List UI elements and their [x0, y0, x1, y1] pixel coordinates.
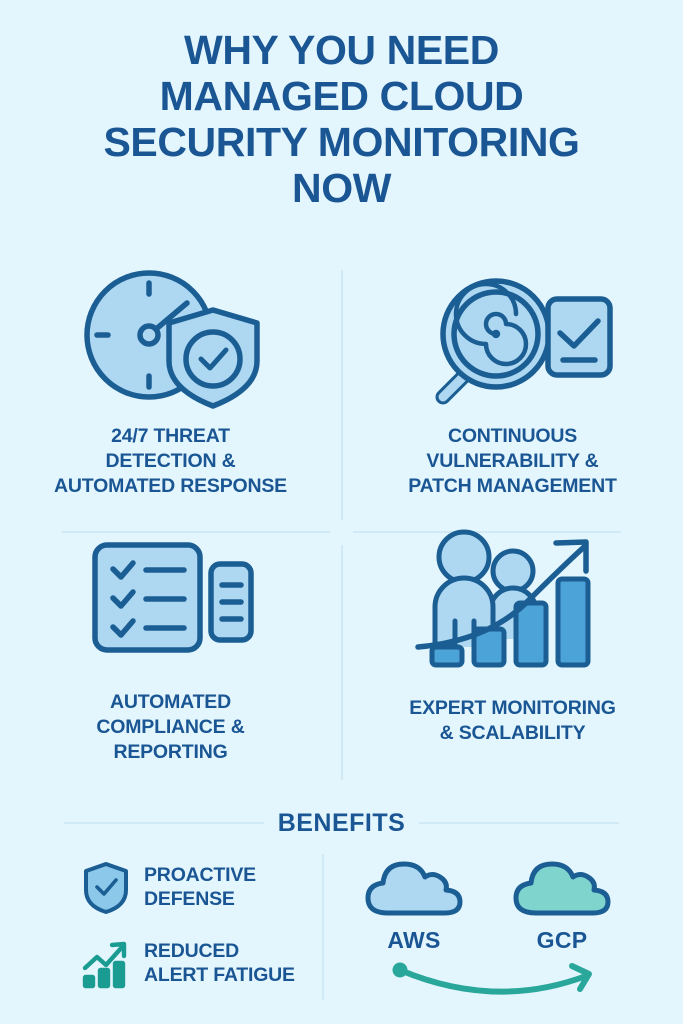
title-line-4: NOW	[292, 164, 391, 211]
feature-label-line: AUTOMATED	[110, 691, 231, 713]
benefits-divider-vertical	[322, 854, 324, 1000]
grid-divider-vertical-bottom	[341, 545, 343, 780]
title-line-1: WHY YOU NEED	[184, 27, 499, 73]
cloud-label-aws: AWS	[387, 927, 441, 953]
cloud-providers: AWS GCP	[340, 848, 670, 1024]
feature-label-line: COMPLIANCE &	[96, 715, 245, 738]
benefits-header: BENEFITS	[0, 803, 683, 843]
feature-label-line: EXPERT MONITORING	[409, 697, 616, 719]
feature-card-vulnerability-management: CONTINUOUS VULNERABILITY & PATCH MANAGEM…	[342, 258, 683, 524]
cloud-provider-aws: AWS	[348, 856, 480, 954]
benefit-label-line: PROACTIVE	[144, 864, 256, 887]
benefit-label-line: REDUCED	[144, 940, 240, 963]
feature-card-expert-monitoring: EXPERT MONITORING & SCALABILITY	[342, 524, 683, 790]
magnifier-scan-checklist-icon	[408, 258, 618, 418]
feature-label-line: 24/7 THREAT	[111, 425, 230, 447]
benefit-label-proactive-defense: PROACTIVE DEFENSE	[144, 864, 256, 912]
feature-label-line: AUTOMATED RESPONSE	[54, 474, 287, 497]
grid-divider-horizontal-left	[62, 531, 330, 533]
benefit-label-reduced-alert-fatigue: REDUCED ALERT FATIGUE	[144, 940, 295, 988]
benefits-list: PROACTIVE DEFENSE	[80, 850, 320, 1002]
cloud-provider-gcp: GCP	[496, 856, 628, 954]
checklist-document-icon	[83, 524, 258, 674]
trending-up-bars-icon	[80, 936, 132, 992]
benefit-item-proactive-defense: PROACTIVE DEFENSE	[80, 850, 320, 926]
shield-check-icon	[80, 860, 132, 916]
benefit-item-reduced-alert-fatigue: REDUCED ALERT FATIGUE	[80, 926, 320, 1002]
page-title: WHY YOU NEED MANAGED CLOUD SECURITY MONI…	[0, 27, 683, 212]
feature-label-line: REPORTING	[113, 740, 228, 763]
feature-grid: 24/7 THREAT DETECTION & AUTOMATED RESPON…	[0, 258, 683, 790]
benefits-section-title: BENEFITS	[277, 808, 406, 837]
cloud-icon	[365, 861, 463, 916]
feature-label-compliance-reporting: AUTOMATED COMPLIANCE & REPORTING	[90, 690, 250, 765]
feature-label-line: VULNERABILITY &	[426, 449, 599, 472]
grid-divider-vertical-top	[341, 270, 343, 520]
benefits-rule-left	[63, 822, 264, 824]
curved-arrow-right-icon	[390, 962, 610, 1008]
feature-card-compliance-reporting: AUTOMATED COMPLIANCE & REPORTING	[0, 524, 341, 790]
title-line-3: SECURITY MONITORING	[103, 118, 580, 165]
feature-label-line: & SCALABILITY	[439, 721, 586, 744]
benefits-rule-right	[419, 822, 620, 824]
cloud-label-gcp: GCP	[536, 927, 588, 953]
title-line-2: MANAGED CLOUD	[159, 72, 524, 119]
grid-divider-horizontal-right	[353, 531, 621, 533]
feature-label-line: CONTINUOUS	[447, 425, 578, 447]
cloud-icon	[513, 861, 611, 916]
feature-label-line: PATCH MANAGEMENT	[408, 474, 617, 497]
feature-label-threat-detection: 24/7 THREAT DETECTION & AUTOMATED RESPON…	[48, 424, 293, 499]
benefit-label-line: DEFENSE	[144, 888, 235, 910]
people-growth-chart-icon	[410, 524, 615, 674]
feature-label-expert-monitoring: EXPERT MONITORING & SCALABILITY	[403, 696, 621, 746]
feature-label-vulnerability-management: CONTINUOUS VULNERABILITY & PATCH MANAGEM…	[402, 424, 622, 499]
clock-shield-check-icon	[71, 258, 271, 418]
feature-card-threat-detection: 24/7 THREAT DETECTION & AUTOMATED RESPON…	[0, 258, 341, 524]
benefit-label-line: ALERT FATIGUE	[144, 964, 295, 986]
feature-label-line: DETECTION &	[105, 449, 236, 472]
benefits-body: PROACTIVE DEFENSE	[0, 848, 683, 1024]
